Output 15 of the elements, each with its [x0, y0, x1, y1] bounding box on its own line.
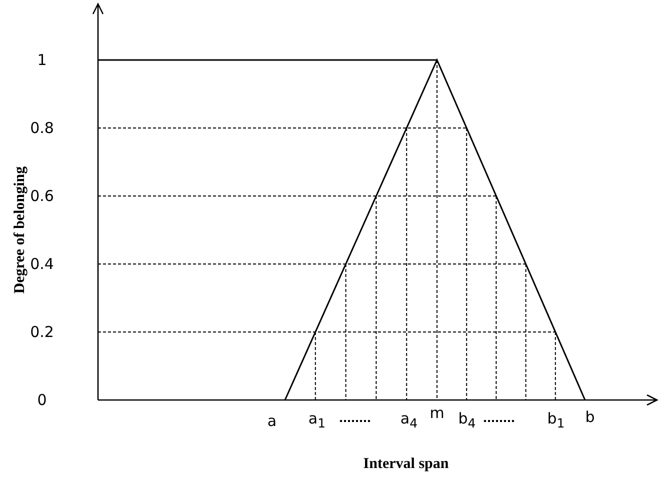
tick-label: 0.6 — [30, 187, 54, 205]
tick-label: a$_{4}$ — [400, 410, 418, 432]
tick-label: a — [267, 412, 277, 430]
tick-label: b$_{4}$ — [458, 410, 476, 432]
axis-title: Interval span — [363, 455, 449, 473]
tick-label: 0.4 — [30, 255, 54, 273]
tick-label: 0.2 — [30, 323, 54, 341]
tick-label: a$_{1}$ — [308, 410, 326, 432]
axis-title: Degree of belonging — [11, 166, 29, 294]
tick-label: b — [585, 408, 595, 426]
tick-label: 0.8 — [30, 119, 54, 137]
tick-label: 0 — [37, 391, 47, 409]
tick-label: b$_{1}$ — [547, 410, 565, 432]
tick-label: m — [430, 404, 444, 422]
tick-label: 1 — [37, 51, 47, 69]
